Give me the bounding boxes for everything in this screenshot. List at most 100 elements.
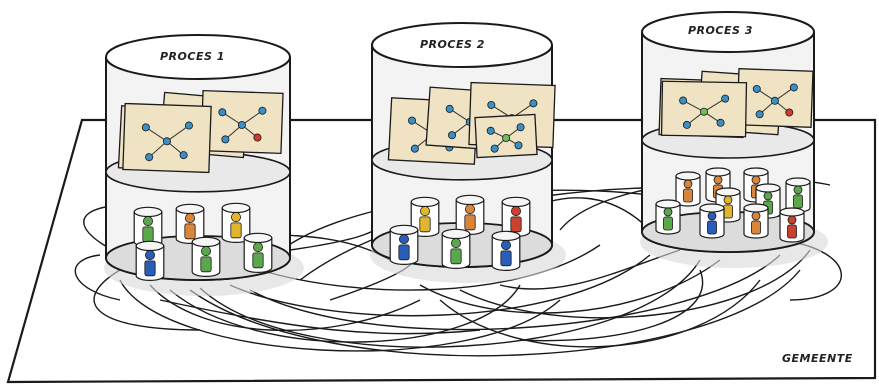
person-head: [184, 213, 195, 224]
graph-node: [502, 133, 511, 142]
cylinder-top: [105, 34, 291, 80]
person-head: [763, 191, 773, 201]
connection-line: [249, 254, 781, 331]
person-body: [663, 216, 673, 231]
person-head: [723, 195, 733, 205]
graph-node: [445, 104, 454, 113]
process-sheet: [200, 89, 284, 155]
graph-node: [179, 151, 188, 160]
process-sheet: [660, 80, 748, 138]
connection-line: [189, 269, 801, 357]
person-head: [663, 207, 673, 217]
mini-cylinder-top: [455, 194, 485, 206]
mini-cylinder-top: [501, 196, 531, 208]
graph-node: [785, 108, 794, 117]
graph-edge: [703, 98, 726, 113]
connection-line: [199, 259, 701, 348]
person-head: [713, 175, 723, 185]
person-cylinder: [501, 196, 531, 237]
person-body: [184, 223, 196, 240]
connection-line: [74, 254, 121, 301]
person-body: [419, 216, 431, 233]
person-head: [252, 242, 263, 253]
person-body: [464, 214, 476, 231]
person-head: [793, 185, 803, 195]
person-head: [751, 175, 761, 185]
person-body: [200, 256, 212, 273]
person-body: [723, 204, 733, 219]
graph-node: [529, 99, 538, 108]
person-cylinder: [675, 171, 701, 207]
person-head: [787, 215, 797, 225]
person-body: [398, 244, 410, 261]
connection-line: [419, 259, 721, 314]
graph-node: [184, 121, 193, 130]
mini-cylinder-top: [175, 203, 205, 215]
process-sheet: [474, 113, 538, 159]
mini-cylinder-top: [389, 224, 419, 236]
mini-cylinder-top: [779, 207, 805, 217]
mini-cylinder-top: [715, 187, 741, 197]
graph-node: [162, 137, 171, 146]
mini-cylinder-top: [410, 196, 440, 208]
mini-cylinder-top: [221, 202, 251, 214]
process-cylinder-3: [640, 11, 828, 268]
graph-node: [410, 144, 419, 153]
mini-cylinder-top: [491, 230, 521, 242]
process-cylinder-2: [370, 22, 566, 283]
person-cylinder: [699, 203, 725, 239]
mini-cylinder-top: [785, 177, 811, 187]
connection-line: [259, 244, 601, 291]
connection-line: [93, 269, 201, 331]
graph-node: [514, 141, 523, 150]
graph-node: [755, 110, 764, 119]
person-cylinder: [243, 232, 273, 273]
connection-line: [519, 269, 704, 342]
connection-line: [229, 254, 651, 317]
mini-cylinder-top: [699, 203, 725, 213]
mini-cylinder-top: [675, 171, 701, 181]
graph-node: [486, 126, 495, 135]
person-body: [230, 222, 242, 239]
graph-node: [141, 123, 150, 132]
person-body: [683, 188, 693, 203]
graph-node: [789, 83, 798, 92]
graph-node: [448, 131, 457, 140]
process-label-3: PROCES 3: [688, 24, 753, 37]
person-body: [142, 226, 154, 243]
person-cylinder: [455, 194, 485, 235]
mini-cylinder-top: [135, 240, 165, 252]
graph-node: [699, 107, 708, 116]
process-sheet: [736, 68, 814, 128]
connection-line: [439, 279, 761, 348]
mini-cylinder-top: [743, 167, 769, 177]
graph-node: [516, 123, 525, 132]
person-cylinder: [779, 207, 805, 243]
cylinder-top: [641, 11, 815, 53]
mini-cylinder-top: [743, 203, 769, 213]
person-cylinder: [191, 236, 221, 277]
graph-edge: [241, 110, 263, 126]
graph-node: [721, 94, 730, 103]
mini-cylinder-top: [243, 232, 273, 244]
person-head: [419, 206, 430, 217]
mini-cylinder-top: [133, 206, 163, 218]
person-head: [751, 211, 761, 221]
graph-node: [679, 96, 688, 105]
graph-node: [682, 120, 691, 129]
person-cylinder: [175, 203, 205, 244]
person-head: [200, 246, 211, 257]
person-body: [751, 220, 761, 235]
person-cylinder: [491, 230, 521, 271]
person-body: [144, 260, 156, 277]
person-head: [683, 179, 693, 189]
graph-edge: [166, 125, 190, 142]
person-head: [464, 204, 475, 215]
person-head: [707, 211, 717, 221]
cylinder-top: [371, 22, 553, 68]
person-body: [510, 216, 522, 233]
person-body: [500, 250, 512, 267]
graph-edge: [145, 126, 168, 142]
graph-node: [490, 144, 499, 153]
person-head: [142, 216, 153, 227]
